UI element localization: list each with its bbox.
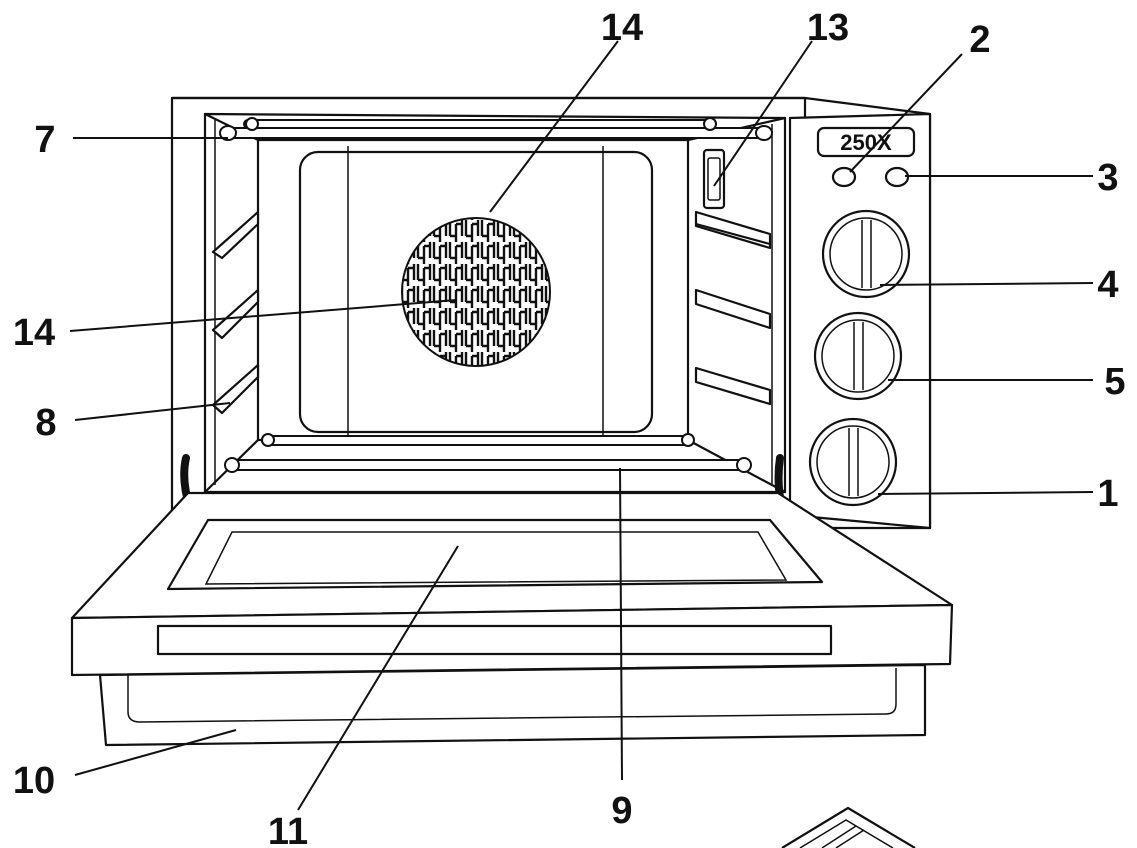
left-rack-supports — [211, 210, 260, 415]
callout-1: 1 — [1097, 473, 1118, 515]
callout-8: 8 — [35, 402, 56, 444]
oven-light — [702, 148, 726, 210]
door-window-frame — [166, 518, 824, 591]
callout-2: 2 — [969, 19, 990, 61]
right-rack-supports — [694, 210, 772, 406]
brand-badge: 250X — [816, 126, 916, 158]
top-heating-element — [219, 117, 773, 141]
svg-text:250X: 250X — [840, 130, 892, 155]
callout-9: 9 — [611, 790, 632, 832]
knob-middle[interactable] — [813, 311, 903, 401]
callout-10: 10 — [13, 760, 55, 802]
callout-14-top: 14 — [601, 7, 643, 49]
oven-door — [70, 491, 954, 677]
callout-3: 3 — [1097, 157, 1118, 199]
ready-indicator-light — [884, 166, 910, 188]
power-indicator-light — [831, 166, 857, 188]
door-handle-slot — [156, 624, 833, 656]
knob-top[interactable] — [821, 209, 911, 299]
baking-pan-accessory — [781, 806, 916, 848]
callout-13: 13 — [807, 7, 849, 49]
callout-11: 11 — [268, 811, 308, 848]
crumb-tray — [98, 663, 927, 747]
bottom-heating-element — [224, 433, 752, 473]
leader-lines — [69, 40, 1094, 811]
callout-5: 5 — [1104, 361, 1125, 403]
callout-4: 4 — [1097, 264, 1118, 306]
callout-14-left: 14 — [13, 312, 55, 354]
callout-7: 7 — [34, 119, 55, 161]
door-glass — [204, 531, 788, 585]
oven-body — [170, 96, 932, 530]
convection-fan — [401, 217, 551, 367]
callout-labels: 14 13 2 7 3 4 14 5 8 1 10 9 11 — [13, 7, 1126, 848]
knob-bottom[interactable] — [808, 417, 898, 507]
